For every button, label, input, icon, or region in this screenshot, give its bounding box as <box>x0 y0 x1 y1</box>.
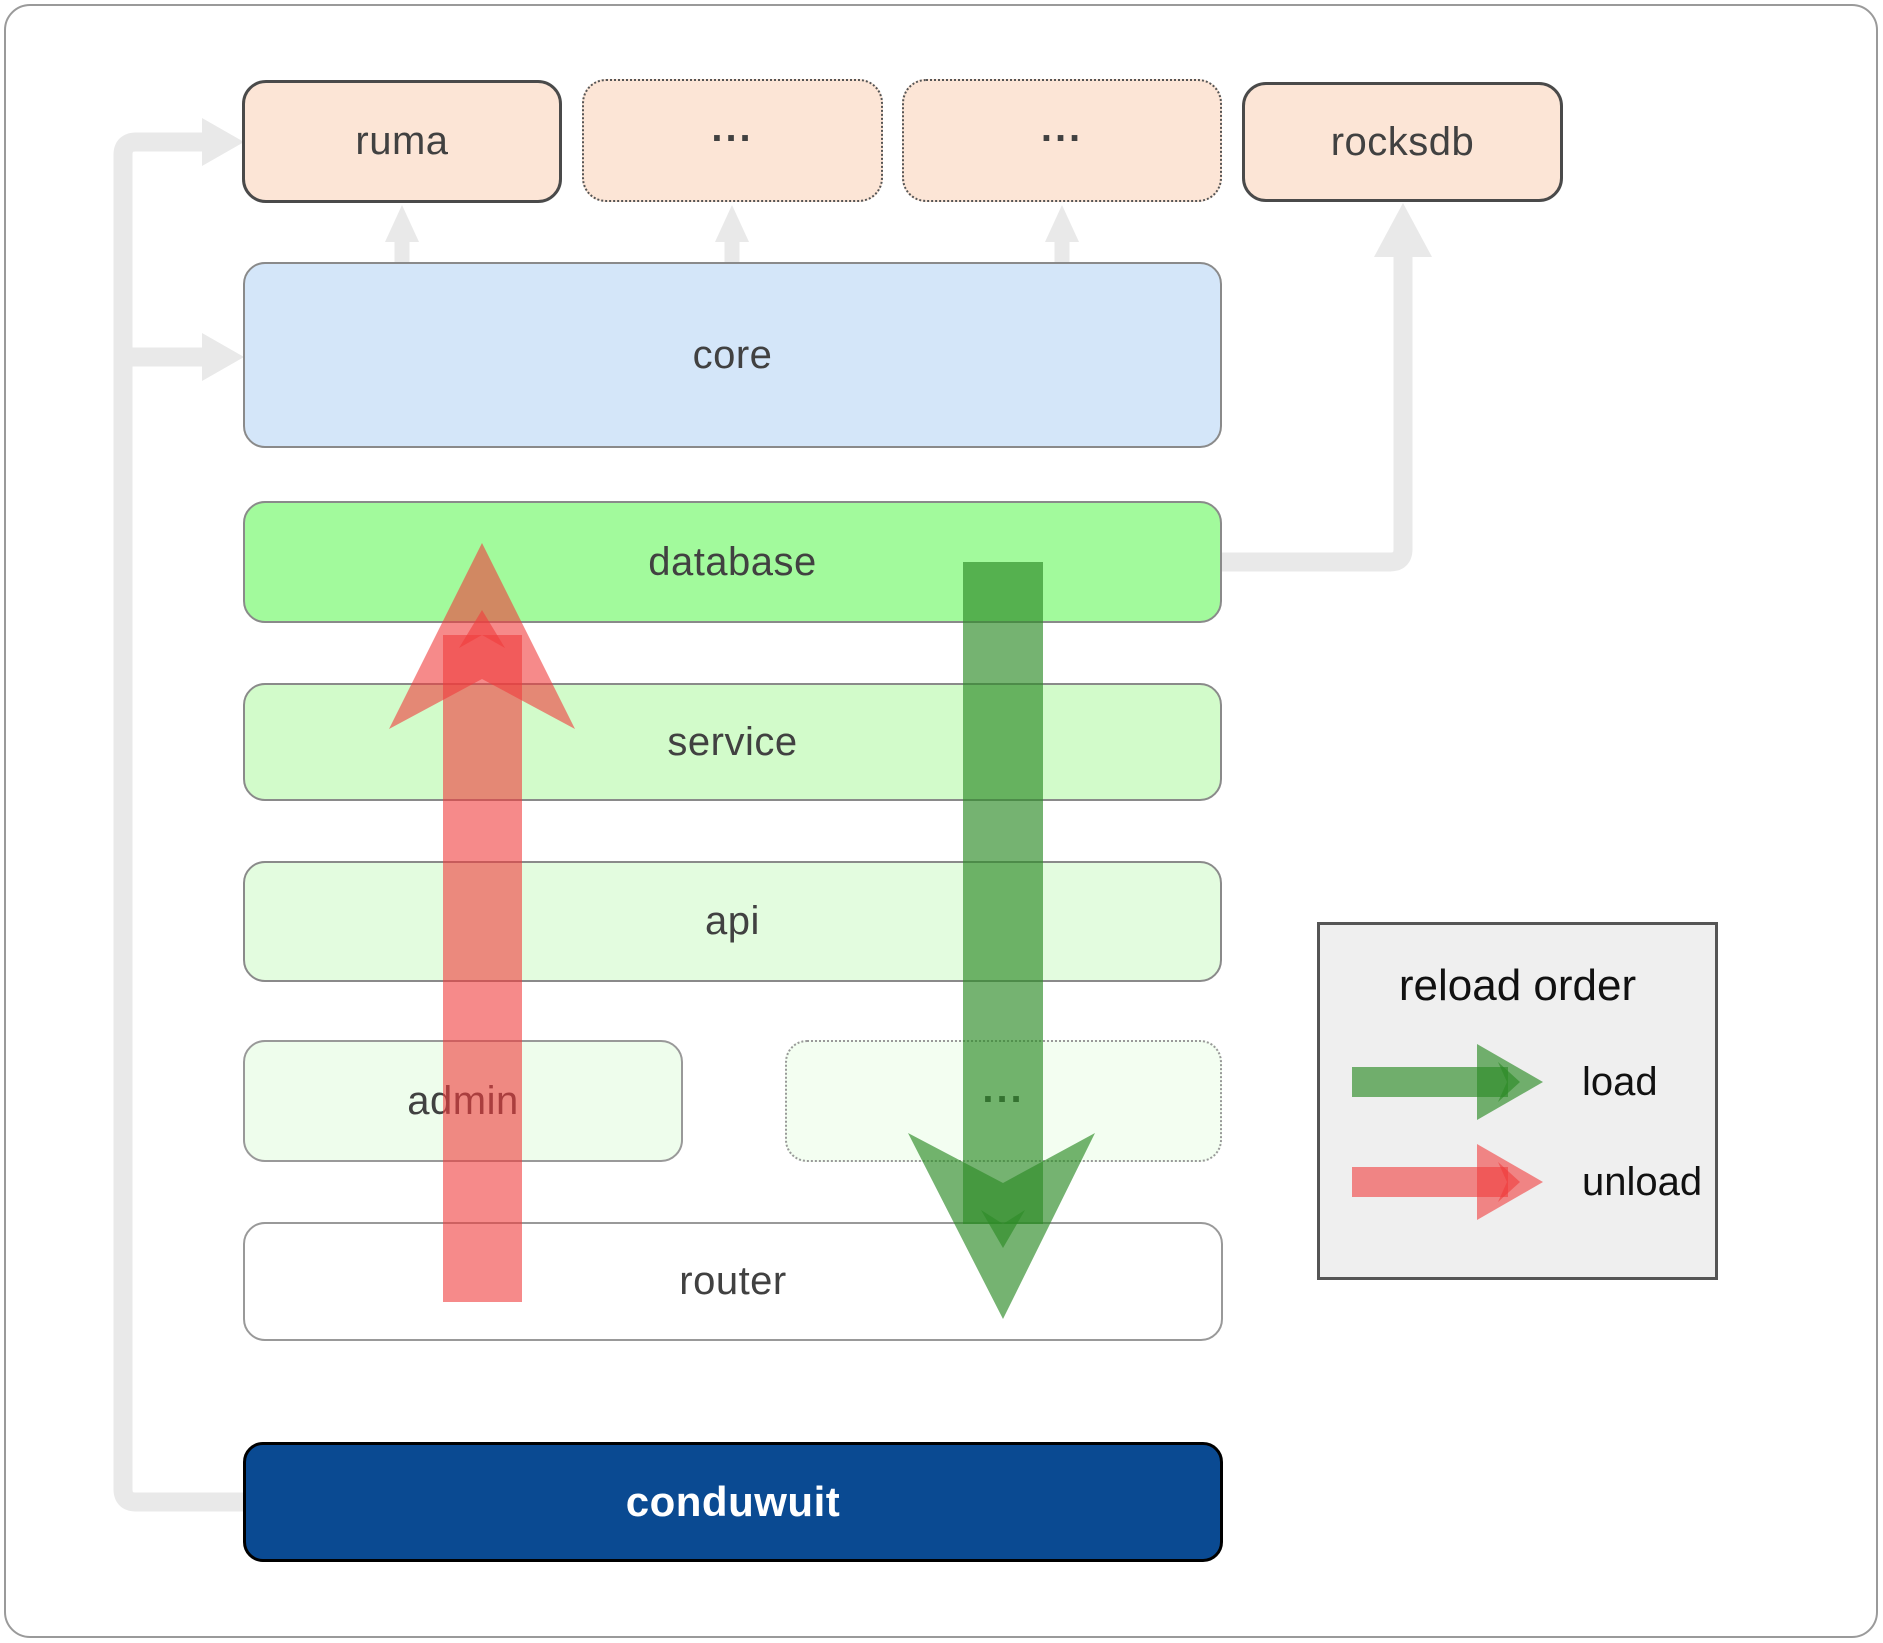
node-rocksdb: rocksdb <box>1242 82 1563 202</box>
node-ruma-label: ruma <box>355 119 449 163</box>
node-ellipsis-top-1: ... <box>582 79 883 202</box>
node-router: router <box>243 1222 1223 1341</box>
node-conduwuit: conduwuit <box>243 1442 1223 1562</box>
node-service: service <box>243 683 1222 801</box>
node-core: core <box>243 262 1222 448</box>
node-router-label: router <box>679 1259 787 1303</box>
node-ellipsis-top-2-label: ... <box>1040 106 1084 150</box>
node-conduwuit-label: conduwuit <box>625 1478 841 1525</box>
node-api: api <box>243 861 1222 982</box>
legend-unload-label: unload <box>1582 1160 1703 1204</box>
node-api-label: api <box>705 899 760 943</box>
node-database: database <box>243 501 1222 623</box>
node-core-label: core <box>692 332 773 377</box>
legend-title: reload order <box>1398 961 1637 1010</box>
node-ellipsis-top-1-label: ... <box>711 106 754 150</box>
diagram-outer-frame <box>4 4 1878 1638</box>
node-ellipsis-top-2: ... <box>902 79 1222 202</box>
node-ruma: ruma <box>242 80 562 203</box>
node-database-label: database <box>648 539 817 584</box>
node-ellipsis-mid: ... <box>785 1040 1222 1162</box>
node-admin: admin <box>243 1040 683 1162</box>
node-admin-label: admin <box>407 1078 519 1123</box>
node-service-label: service <box>667 719 798 764</box>
node-ellipsis-mid-label: ... <box>982 1066 1025 1111</box>
node-rocksdb-label: rocksdb <box>1330 119 1475 164</box>
legend-box: reload order <box>1317 922 1718 1280</box>
legend-load-label: load <box>1582 1060 1658 1104</box>
